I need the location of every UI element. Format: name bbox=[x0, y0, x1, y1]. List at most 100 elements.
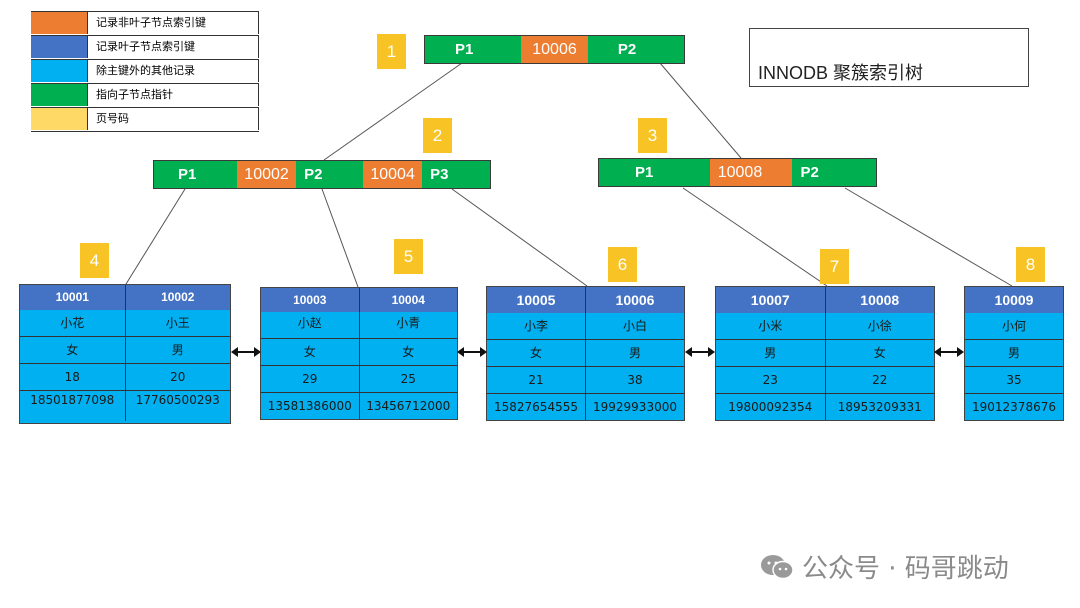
diagram-title: INNODB 聚簇索引树 bbox=[749, 28, 1029, 87]
age-cell: 20 bbox=[170, 370, 186, 384]
leaf-data-row: 小何 bbox=[965, 313, 1063, 340]
legend-label: 记录非叶子节点索引键 bbox=[87, 12, 259, 34]
leaf-data-row: 13581386000 13456712000 bbox=[261, 393, 457, 419]
age-cell: 25 bbox=[400, 372, 416, 386]
leaf-key: 10006 bbox=[615, 292, 655, 308]
age-cell: 23 bbox=[716, 367, 826, 393]
root-node: P1 10006 P2 bbox=[424, 35, 685, 64]
phone-cell: 13456712000 bbox=[366, 399, 451, 413]
leaf-data-row: 小赵 小青 bbox=[261, 312, 457, 339]
legend-swatch bbox=[31, 60, 87, 82]
index-key: 10002 bbox=[237, 161, 297, 188]
legend-row: 记录非叶子节点索引键 bbox=[31, 11, 259, 36]
leaf-node-8: 10009 小何 男 35 19012378676 bbox=[964, 286, 1064, 421]
watermark-text: 公众号 · 码哥跳动 bbox=[802, 554, 1009, 584]
pointer-p3: P3 bbox=[422, 161, 491, 188]
name-cell: 小李 bbox=[487, 313, 586, 339]
phone-cell: 18501877098 bbox=[20, 391, 126, 421]
leaf-node-6: 10005 10006 小李 小白 女 男 21 38 15827654555 … bbox=[486, 286, 685, 421]
pointer-p1: P1 bbox=[425, 36, 522, 63]
legend-row: 指向子节点指针 bbox=[31, 84, 259, 108]
double-arrow-icon bbox=[685, 347, 715, 357]
age-cell: 38 bbox=[627, 373, 643, 387]
leaf-node-4: 10001 10002 小花 小王 女 男 18 20 18501877098 … bbox=[19, 284, 231, 424]
gender-cell: 男 bbox=[1007, 346, 1020, 360]
page-number-badge: 2 bbox=[423, 118, 452, 153]
leaf-data-row: 19800092354 18953209331 bbox=[716, 394, 934, 420]
leaf-data-row: 15827654555 19929933000 bbox=[487, 394, 684, 420]
leaf-data-row: 男 女 bbox=[716, 340, 934, 367]
age-cell: 21 bbox=[487, 367, 586, 393]
leaf-key: 10007 bbox=[716, 287, 826, 313]
leaf-key-row: 10007 10008 bbox=[716, 287, 934, 313]
phone-cell: 18953209331 bbox=[837, 400, 922, 414]
index-key: 10006 bbox=[521, 36, 588, 63]
phone-cell: 13581386000 bbox=[261, 393, 360, 419]
leaf-key: 10005 bbox=[487, 287, 586, 313]
leaf-key: 10004 bbox=[391, 293, 425, 307]
name-cell: 小何 bbox=[1001, 319, 1026, 333]
leaf-data-row: 18501877098 17760500293 bbox=[20, 391, 230, 421]
index-key: 10008 bbox=[709, 159, 793, 186]
pointer-p1: P1 bbox=[154, 161, 238, 188]
leaf-data-row: 女 男 bbox=[487, 340, 684, 367]
internal-node-3: P1 10008 P2 bbox=[598, 158, 877, 187]
pointer-p2: P2 bbox=[296, 161, 364, 188]
page-number-badge: 3 bbox=[638, 118, 667, 153]
page-number-badge: 7 bbox=[820, 249, 849, 284]
gender-cell: 女 bbox=[873, 346, 886, 360]
legend-label: 除主键外的其他记录 bbox=[87, 60, 259, 82]
leaf-data-row: 18 20 bbox=[20, 364, 230, 391]
double-arrow-icon bbox=[457, 347, 487, 357]
gender-cell: 女 bbox=[20, 337, 126, 363]
phone-cell: 19012378676 bbox=[972, 400, 1056, 414]
legend-row: 页号码 bbox=[31, 108, 259, 132]
double-arrow-icon bbox=[231, 347, 261, 357]
name-cell: 小花 bbox=[20, 310, 126, 336]
name-cell: 小青 bbox=[396, 316, 421, 330]
leaf-node-7: 10007 10008 小米 小徐 男 女 23 22 19800092354 … bbox=[715, 286, 935, 421]
page-number-badge: 6 bbox=[608, 247, 637, 282]
leaf-key-row: 10003 10004 bbox=[261, 288, 457, 312]
leaf-key: 10003 bbox=[261, 288, 360, 312]
legend-swatch bbox=[31, 12, 87, 34]
page-number-badge: 1 bbox=[377, 34, 406, 69]
gender-cell: 男 bbox=[716, 340, 826, 366]
pointer-p2: P2 bbox=[792, 159, 877, 186]
name-cell: 小米 bbox=[716, 313, 826, 339]
gender-cell: 女 bbox=[487, 340, 586, 366]
leaf-key-row: 10009 bbox=[965, 287, 1063, 313]
leaf-key: 10002 bbox=[161, 290, 195, 304]
page-number-badge: 8 bbox=[1016, 247, 1045, 282]
page-number-badge: 5 bbox=[394, 239, 423, 274]
leaf-key: 10008 bbox=[860, 292, 900, 308]
leaf-data-row: 男 bbox=[965, 340, 1063, 367]
gender-cell: 女 bbox=[261, 339, 360, 365]
legend-swatch bbox=[31, 108, 87, 130]
leaf-data-row: 21 38 bbox=[487, 367, 684, 394]
leaf-data-row: 小李 小白 bbox=[487, 313, 684, 340]
leaf-data-row: 19012378676 bbox=[965, 394, 1063, 420]
age-cell: 18 bbox=[20, 364, 126, 390]
leaf-data-row: 23 22 bbox=[716, 367, 934, 394]
phone-cell: 19800092354 bbox=[716, 394, 826, 420]
wechat-icon bbox=[761, 554, 794, 579]
pointer-p2: P2 bbox=[587, 36, 684, 63]
name-cell: 小白 bbox=[622, 319, 647, 333]
name-cell: 小赵 bbox=[261, 312, 360, 338]
legend: 记录非叶子节点索引键 记录叶子节点索引键 除主键外的其他记录 指向子节点指针 页… bbox=[31, 11, 259, 132]
leaf-data-row: 女 女 bbox=[261, 339, 457, 366]
name-cell: 小徐 bbox=[867, 319, 892, 333]
leaf-data-row: 35 bbox=[965, 367, 1063, 394]
legend-row: 记录叶子节点索引键 bbox=[31, 36, 259, 60]
gender-cell: 女 bbox=[402, 345, 415, 359]
leaf-key-row: 10005 10006 bbox=[487, 287, 684, 313]
pointer-p1: P1 bbox=[599, 159, 710, 186]
age-cell: 22 bbox=[872, 373, 888, 387]
legend-swatch bbox=[31, 84, 87, 106]
leaf-data-row: 小米 小徐 bbox=[716, 313, 934, 340]
phone-cell: 15827654555 bbox=[487, 394, 586, 420]
age-cell: 35 bbox=[1006, 373, 1022, 387]
legend-swatch bbox=[31, 36, 87, 58]
